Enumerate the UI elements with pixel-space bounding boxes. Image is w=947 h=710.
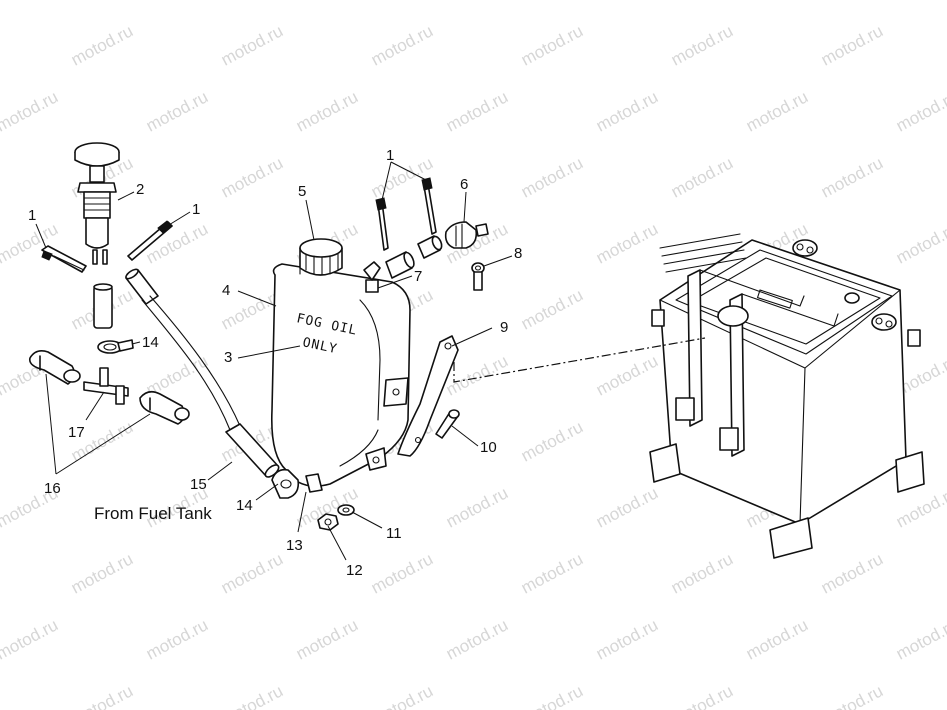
watermark-text: motod.ru <box>518 285 586 333</box>
washer <box>337 504 355 516</box>
watermark-text: motod.ru <box>743 615 811 663</box>
watermark-text: motod.ru <box>218 21 286 69</box>
watermark-text: motod.ru <box>0 0 61 4</box>
primer-pump <box>74 142 120 265</box>
callout-14-left: 14 <box>142 334 159 351</box>
oil-tank: FOG OIL ONLY <box>270 238 411 493</box>
callout-1-upper: 1 <box>386 147 394 164</box>
watermark-text: motod.ru <box>818 549 886 597</box>
watermark-text: motod.ru <box>668 21 736 69</box>
watermark-text: motod.ru <box>593 351 661 399</box>
callout-16: 16 <box>44 480 61 497</box>
watermark-text: motod.ru <box>518 549 586 597</box>
callout-17: 17 <box>68 424 85 441</box>
watermark-text: motod.ru <box>668 153 736 201</box>
watermark-text: motod.ru <box>368 681 436 710</box>
callout-1-pump: 1 <box>192 201 200 218</box>
watermark-text: motod.ru <box>368 21 436 69</box>
check-valve-lower <box>139 390 190 425</box>
banjo-fitting <box>471 262 485 291</box>
callout-8: 8 <box>514 245 522 262</box>
watermark-text: motod.ru <box>593 615 661 663</box>
watermark-text: motod.ru <box>143 0 211 4</box>
bolt <box>435 409 460 439</box>
watermark-text: motod.ru <box>593 87 661 135</box>
watermark-text: motod.ru <box>218 549 286 597</box>
watermark-text: motod.ru <box>893 615 947 663</box>
watermark-text: motod.ru <box>443 615 511 663</box>
watermark-text: motod.ru <box>818 153 886 201</box>
watermark-text: motod.ru <box>368 549 436 597</box>
watermark-text: motod.ru <box>0 219 61 267</box>
nut <box>317 513 339 531</box>
callout-14-bottom: 14 <box>236 497 253 514</box>
callout-13: 13 <box>286 537 303 554</box>
callout-6: 6 <box>460 176 468 193</box>
hose-clamp-upper-b <box>421 177 437 235</box>
callout-1-left: 1 <box>28 207 36 224</box>
hose-clamp-left <box>41 245 87 273</box>
watermark-text: motod.ru <box>143 219 211 267</box>
hose-clip-left <box>97 339 134 354</box>
watermark-text: motod.ru <box>668 681 736 710</box>
assembly-centerline <box>453 337 706 383</box>
watermark-text: motod.ru <box>668 549 736 597</box>
check-valve-upper <box>28 350 81 385</box>
watermark-text: motod.ru <box>68 549 136 597</box>
callout-9: 9 <box>500 319 508 336</box>
callouts: 1 1 1 2 3 4 5 6 7 8 9 10 11 12 13 14 14 … <box>28 147 522 579</box>
callout-7: 7 <box>414 268 422 285</box>
leader-lines <box>35 161 513 561</box>
callout-2: 2 <box>136 181 144 198</box>
watermark-text: motod.ru <box>518 417 586 465</box>
callout-3: 3 <box>224 349 232 366</box>
vent-hose <box>385 235 443 279</box>
watermark-text: motod.ru <box>818 21 886 69</box>
watermark-text: motod.ru <box>0 615 61 663</box>
watermark-text: motod.ru <box>893 0 947 4</box>
fuel-hose-15 <box>141 295 280 478</box>
watermark-text: motod.ru <box>0 87 61 135</box>
watermark-text: motod.ru <box>143 87 211 135</box>
callout-12: 12 <box>346 562 363 579</box>
watermark-text: motod.ru <box>293 0 361 4</box>
watermark-text: motod.ru <box>593 483 661 531</box>
watermark-text: motod.ru <box>743 0 811 4</box>
watermark-text: motod.ru <box>293 615 361 663</box>
callout-10: 10 <box>480 439 497 456</box>
callout-15: 15 <box>190 476 207 493</box>
watermark-text: motod.ru <box>143 615 211 663</box>
vent-valve <box>444 221 489 249</box>
watermark-text: motod.ru <box>818 681 886 710</box>
watermark-text: motod.ru <box>743 87 811 135</box>
primer-tube <box>93 283 113 329</box>
watermark-text: motod.ru <box>593 219 661 267</box>
from-fuel-tank-caption: From Fuel Tank <box>94 504 212 523</box>
watermark-text: motod.ru <box>218 681 286 710</box>
callout-4: 4 <box>222 282 230 299</box>
watermark-text: motod.ru <box>443 87 511 135</box>
watermark-text: motod.ru <box>518 681 586 710</box>
callout-5: 5 <box>298 183 306 200</box>
watermark-text: motod.ru <box>68 681 136 710</box>
watermark-text: motod.ru <box>518 21 586 69</box>
battery <box>649 233 925 559</box>
watermark-text: motod.ru <box>218 153 286 201</box>
watermark-text: motod.ru <box>518 153 586 201</box>
hose-clip-bottom <box>271 468 300 499</box>
watermark-text: motod.ru <box>443 483 511 531</box>
tank-label-line2: ONLY <box>301 335 339 357</box>
watermark-text: motod.ru <box>68 21 136 69</box>
watermark-text: motod.ru <box>893 87 947 135</box>
callout-11: 11 <box>386 525 402 542</box>
watermark-text: motod.ru <box>893 219 947 267</box>
watermark-text: motod.ru <box>593 0 661 4</box>
watermark-text: motod.ru <box>443 0 511 4</box>
hose-clamp-upper-a <box>375 197 389 251</box>
tee-fitting <box>83 367 129 405</box>
watermark-text: motod.ru <box>293 87 361 135</box>
mounting-bracket <box>397 335 459 457</box>
